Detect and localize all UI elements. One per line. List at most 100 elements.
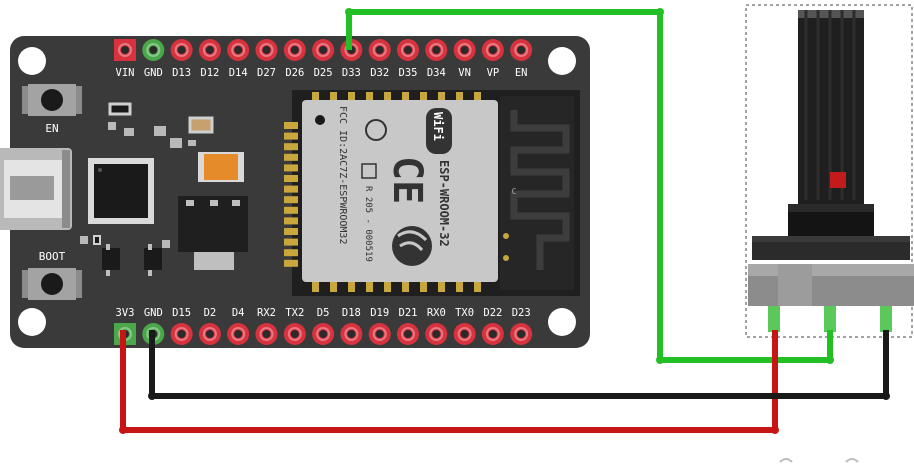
module-pad [284,217,298,225]
pin-label-d12: D12 [200,67,219,79]
pot-leg-right [880,306,892,332]
pin-label-d23: D23 [512,307,531,319]
module-pad [284,196,298,204]
pin-label-d2: D2 [204,307,217,319]
module-pad [402,92,409,100]
module-pad [384,92,391,100]
header-pin-tx2 [283,323,306,345]
module-pad [402,282,409,292]
header-pin-vp [481,39,504,61]
module-pad [384,282,391,292]
voltage-regulator [178,196,248,270]
pin-label-d4: D4 [232,307,245,319]
wires [119,8,890,434]
potentiometer [745,4,914,338]
header-pin-d27 [255,39,278,61]
header-pin-rx2 [255,323,278,345]
module-pad [312,92,319,100]
header-pin-d18 [340,323,363,345]
pin-label-d5: D5 [317,307,330,319]
pin-label-d18: D18 [342,307,361,319]
module-pads-bottom [312,282,481,292]
ground-wire-black [149,330,889,399]
pin-label-tx2: TX2 [285,307,304,319]
pin-label-vn: VN [458,67,471,79]
module-pad [284,249,298,257]
ce-mark: CE [384,156,430,204]
module-pad [284,185,298,193]
pin-label-tx0: TX0 [455,307,474,319]
cert-text: R 205 - 000519 [363,186,373,262]
mount-hole [18,47,46,75]
header-pin-d26 [283,39,306,61]
header-pin-d25 [312,39,335,61]
boot-button [22,268,82,300]
signal-wire-green [346,9,833,363]
pin-label-rx2: RX2 [257,307,276,319]
module-pad [284,143,298,151]
cert-box [361,163,377,179]
header-pin-d35 [397,39,419,61]
header-pin-d13 [170,39,193,61]
pin-label-d32: D32 [370,67,389,79]
pin-label-d21: D21 [399,307,418,319]
header-pin-tx0 [453,323,476,345]
module-pad [420,282,427,292]
pin-label-gnd: GND [144,67,163,79]
module-pad [284,122,298,129]
selection-box [745,4,913,338]
module-pad [284,132,298,140]
pin-label-d25: D25 [314,67,333,79]
pin-label-d22: D22 [483,307,502,319]
module-pad [284,175,298,182]
header-pin-d5 [312,323,335,345]
header-pin-d22 [481,323,504,345]
pin-label-3v3: 3V3 [116,307,135,319]
pin-label-vp: VP [487,67,500,79]
module-pad [420,92,427,100]
pin-label-d19: D19 [370,307,389,319]
pin-label-d15: D15 [172,307,191,319]
header-pin-d14 [227,39,250,61]
usb-uart-chip [88,158,154,224]
module-pad [330,92,337,100]
module-pad [456,92,463,100]
pcb-antenna [510,110,570,270]
module-model-text: ESP-WROOM-32 [437,160,451,247]
corner-marks [779,458,859,463]
esp-wroom-32-module: C FCC ID:2AC7Z-ESPWROOM32 R 205 - 000519… [284,90,580,296]
module-pad [366,282,373,292]
wifi-logo: WiFi [431,112,445,141]
en-button [22,84,82,116]
mount-hole [548,308,576,336]
module-pad [284,228,298,235]
module-pad [284,259,298,267]
fcc-id-text: FCC ID:2AC7Z-ESPWROOM32 [337,106,348,244]
header-pin-d15 [170,323,193,345]
module-pad [284,238,298,246]
module-pads-left [284,122,298,267]
pin-label-vin: VIN [116,67,135,79]
header-pin-d23 [510,323,533,345]
pot-leg-middle [824,306,836,332]
mount-hole [548,47,576,75]
tantalum-capacitor [198,152,244,182]
en-button-label: EN [45,122,58,135]
pin-label-d14: D14 [229,67,248,79]
module-pad [366,92,373,100]
header-pin-d34 [425,39,448,61]
pot-indicator [830,172,846,188]
pin-label-en: EN [515,67,528,79]
module-pad [284,164,298,172]
header-pin-d19 [368,323,391,345]
antenna-mark: C [512,187,517,196]
module-pad [474,92,481,100]
header-pin-en [510,39,533,61]
module-pad [284,153,298,161]
header-pin-gnd [142,39,165,61]
header-pin-d32 [368,39,391,61]
module-pad [348,282,355,292]
module-pad [474,282,481,292]
